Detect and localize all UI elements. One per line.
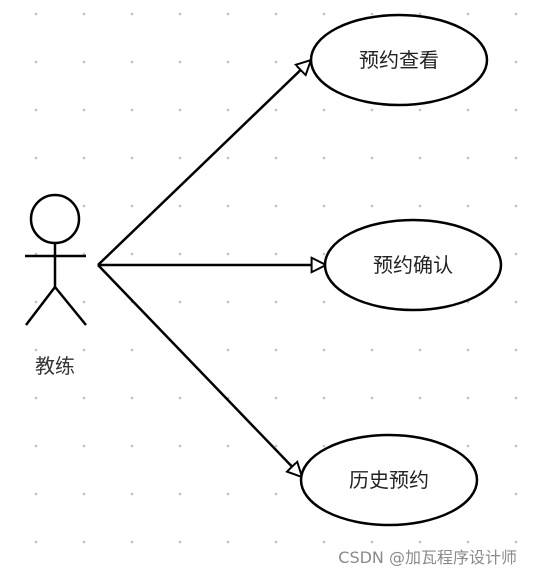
association-reservation-history[interactable]: [97, 264, 302, 477]
use-case-ellipse: [299, 433, 479, 527]
use-case-view-reservation[interactable]: 预约查看: [309, 13, 489, 107]
use-case-label: 预约确认: [373, 253, 453, 277]
actor-figure[interactable]: [25, 193, 87, 326]
association-view-reservation[interactable]: [97, 60, 311, 266]
use-case-ellipse: [309, 13, 489, 107]
use-case-ellipse: [323, 218, 503, 312]
actor-right-leg: [54, 286, 87, 326]
actor-head: [29, 193, 81, 245]
actor-label: 教练: [35, 354, 75, 378]
use-case-label: 预约查看: [359, 48, 439, 72]
use-case-reservation-history[interactable]: 历史预约: [299, 433, 479, 527]
watermark-text: CSDN @加瓦程序设计师: [338, 548, 517, 567]
use-case-confirm-reservation[interactable]: 预约确认: [323, 218, 503, 312]
actor-left-leg: [25, 286, 56, 326]
use-case-label: 历史预约: [349, 468, 429, 492]
